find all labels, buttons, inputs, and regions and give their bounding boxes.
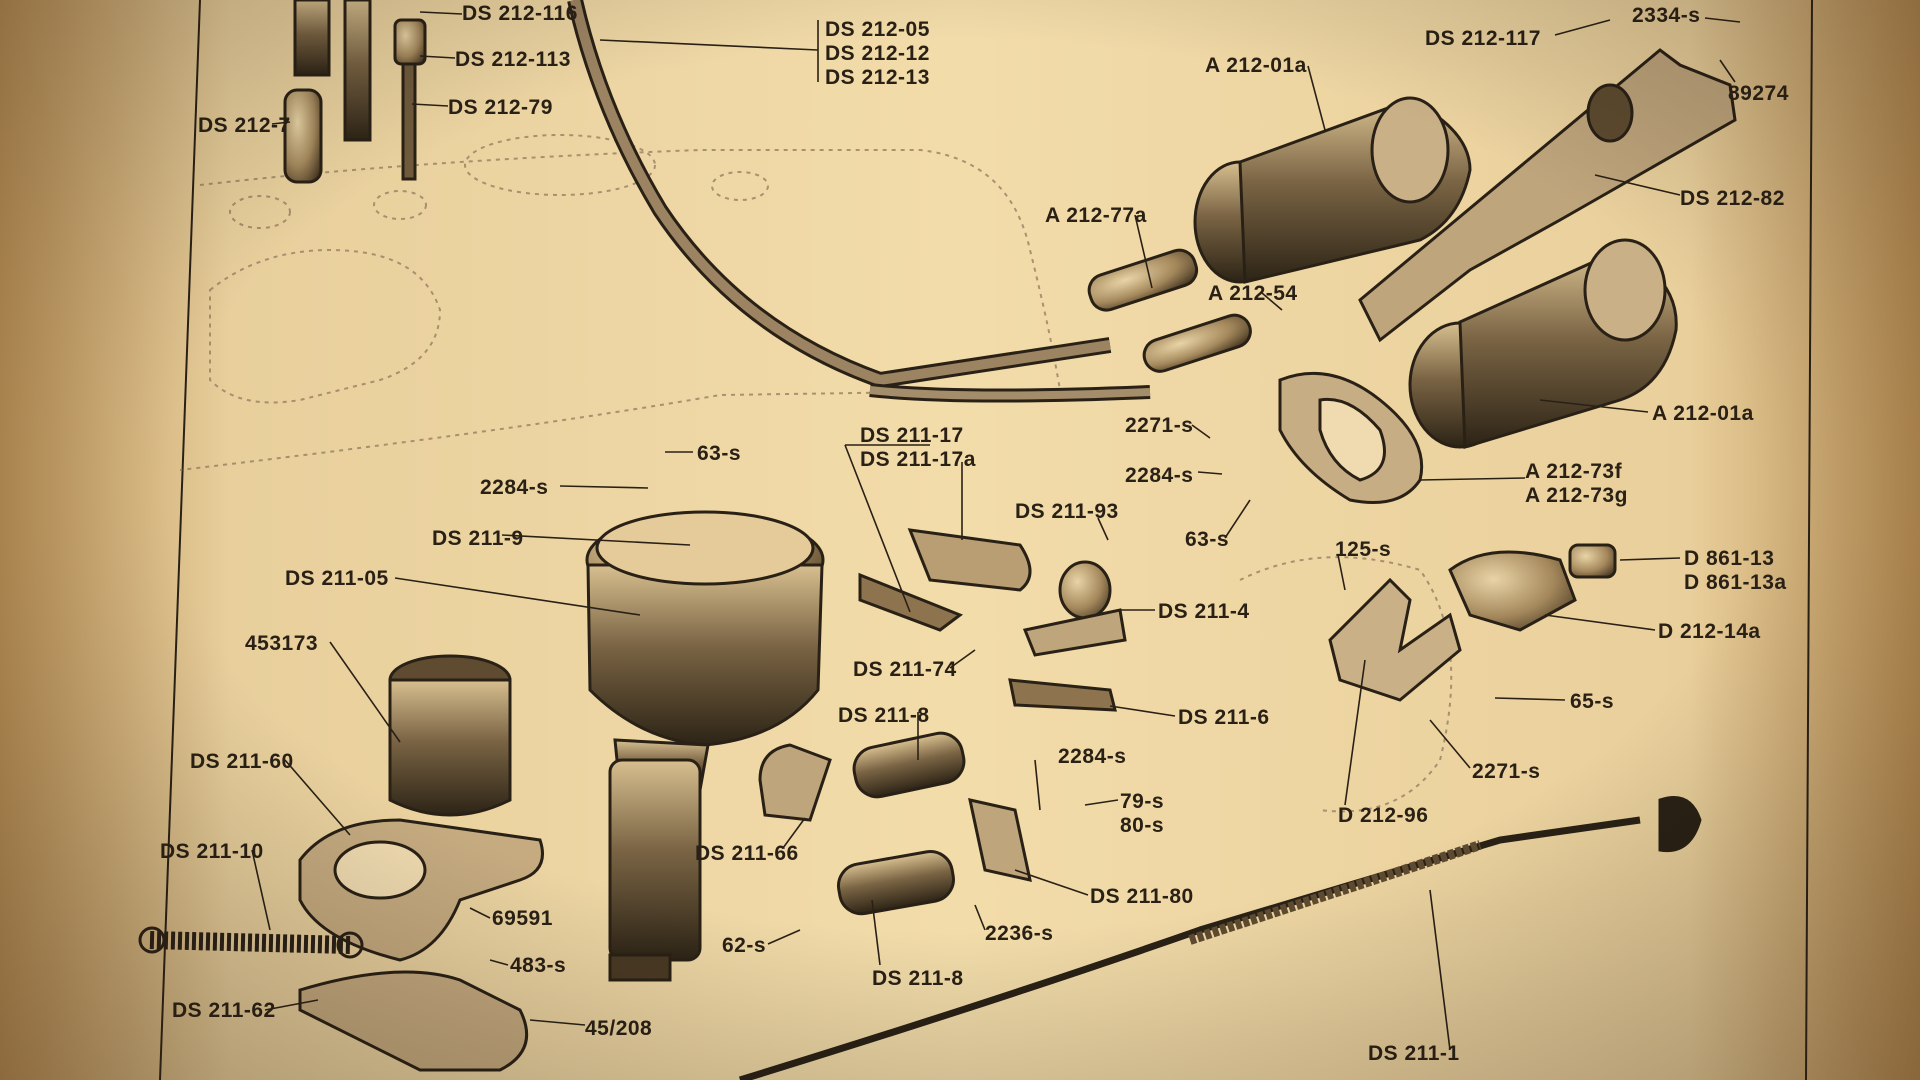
- svg-text:DS 211-66: DS 211-66: [695, 842, 799, 865]
- svg-text:DS 211-74: DS 211-74: [853, 658, 957, 681]
- svg-text:2271-s: 2271-s: [1125, 414, 1193, 437]
- svg-text:89274: 89274: [1728, 82, 1789, 105]
- svg-text:D 861-13a: D 861-13a: [1684, 571, 1787, 594]
- svg-text:DS 212-7: DS 212-7: [198, 114, 291, 137]
- svg-text:63-s: 63-s: [1185, 528, 1229, 551]
- label-d861-13a: D 861-13a: [1684, 571, 1787, 594]
- svg-text:DS 211-62: DS 211-62: [172, 999, 276, 1022]
- svg-text:65-s: 65-s: [1570, 690, 1614, 713]
- svg-text:DS 211-10: DS 211-10: [160, 840, 264, 863]
- svg-text:125-s: 125-s: [1335, 538, 1391, 561]
- svg-text:79-s: 79-s: [1120, 790, 1164, 813]
- label-ds212-7: DS 212-7: [198, 114, 291, 137]
- svg-text:DS 212-13: DS 212-13: [825, 66, 930, 89]
- label-80-s: 80-s: [1120, 814, 1164, 837]
- svg-text:D 861-13: D 861-13: [1684, 547, 1774, 570]
- distributor-cap: [595, 510, 815, 586]
- svg-text:453173: 453173: [245, 632, 318, 655]
- svg-text:DS 212-82: DS 212-82: [1680, 187, 1785, 210]
- svg-text:A 212-54: A 212-54: [1208, 282, 1298, 305]
- svg-text:DS 211-4: DS 211-4: [1158, 600, 1250, 623]
- svg-text:D 212-96: D 212-96: [1338, 804, 1428, 827]
- svg-text:69591: 69591: [492, 907, 553, 930]
- svg-text:DS 211-6: DS 211-6: [1178, 706, 1270, 729]
- svg-text:DS 212-12: DS 212-12: [825, 42, 930, 65]
- svg-text:DS 211-17: DS 211-17: [860, 424, 964, 447]
- svg-text:DS 211-80: DS 211-80: [1090, 885, 1194, 908]
- svg-text:DS 212-116: DS 212-116: [462, 2, 578, 25]
- label-ds212-13: DS 212-13: [825, 66, 930, 89]
- svg-text:62-s: 62-s: [722, 934, 766, 957]
- svg-text:45/208: 45/208: [585, 1017, 652, 1040]
- svg-text:2271-s: 2271-s: [1472, 760, 1540, 783]
- svg-text:80-s: 80-s: [1120, 814, 1164, 837]
- svg-text:DS 212-117: DS 212-117: [1425, 27, 1541, 50]
- svg-text:DS 211-93: DS 211-93: [1015, 500, 1119, 523]
- svg-text:2284-s: 2284-s: [480, 476, 548, 499]
- svg-text:A 212-73g: A 212-73g: [1525, 484, 1628, 507]
- svg-text:DS 211-8: DS 211-8: [838, 704, 930, 727]
- svg-text:2334-s: 2334-s: [1632, 4, 1700, 27]
- svg-text:DS 211-60: DS 211-60: [190, 750, 294, 773]
- svg-text:A 212-01a: A 212-01a: [1205, 54, 1307, 77]
- svg-text:63-s: 63-s: [697, 442, 741, 465]
- svg-text:2236-s: 2236-s: [985, 922, 1053, 945]
- svg-text:DS 212-79: DS 212-79: [448, 96, 553, 119]
- svg-text:A 212-01a: A 212-01a: [1652, 402, 1754, 425]
- svg-text:D 212-14a: D 212-14a: [1658, 620, 1761, 643]
- svg-text:DS 211-8: DS 211-8: [872, 967, 964, 990]
- svg-text:DS 212-05: DS 212-05: [825, 18, 930, 41]
- svg-text:DS 211-05: DS 211-05: [285, 567, 389, 590]
- svg-text:DS 212-113: DS 212-113: [455, 48, 571, 71]
- svg-text:A 212-77a: A 212-77a: [1045, 204, 1147, 227]
- svg-text:483-s: 483-s: [510, 954, 566, 977]
- svg-text:2284-s: 2284-s: [1125, 464, 1193, 487]
- label-a212-73g: A 212-73g: [1525, 484, 1628, 507]
- svg-text:A 212-73f: A 212-73f: [1525, 460, 1623, 483]
- svg-text:DS 211-1: DS 211-1: [1368, 1042, 1460, 1065]
- svg-text:DS 211-17a: DS 211-17a: [860, 448, 976, 471]
- label-ds212-12: DS 212-12: [825, 42, 930, 65]
- label-ds211-17a: DS 211-17a: [860, 448, 976, 471]
- svg-text:2284-s: 2284-s: [1058, 745, 1126, 768]
- svg-text:DS 211-9: DS 211-9: [432, 527, 524, 550]
- coupling-sleeve: [388, 654, 512, 817]
